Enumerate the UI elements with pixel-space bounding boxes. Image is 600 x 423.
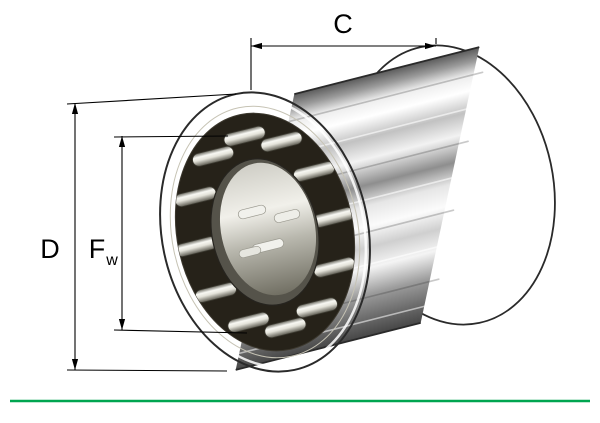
needle-roller <box>260 131 303 153</box>
fw-subscript-label: w <box>105 252 118 269</box>
d-extension-top <box>66 93 237 105</box>
d-label: D <box>40 234 60 264</box>
c-arrow-left <box>251 42 262 50</box>
dimension-c: C <box>250 9 437 90</box>
c-label: C <box>333 9 353 39</box>
fw-extension-top <box>113 135 229 138</box>
fw-arrow-top <box>118 136 126 147</box>
d-arrow-top <box>71 103 79 114</box>
fw-extension-bottom <box>113 329 248 334</box>
dimension-d: D <box>40 93 237 372</box>
d-extension-bottom <box>66 369 228 372</box>
fw-arrow-bottom <box>118 319 126 330</box>
far-roller <box>237 204 267 220</box>
dimension-fw: F w <box>89 135 248 334</box>
needle-roller <box>295 297 338 319</box>
far-roller <box>273 209 301 223</box>
rim-highlight <box>162 96 368 368</box>
far-side-rollers <box>237 204 301 259</box>
c-arrow-right <box>425 42 436 50</box>
needle-roller <box>223 125 266 147</box>
silhouette-top-edge <box>294 46 480 95</box>
far-roller <box>238 245 262 259</box>
needle-roller <box>264 317 307 339</box>
raceway-line <box>169 105 361 359</box>
needle-roller <box>192 145 235 167</box>
bore-interior <box>219 162 317 296</box>
fw-label: F <box>89 234 106 264</box>
d-arrow-bottom <box>71 359 79 370</box>
needle-roller <box>227 311 270 333</box>
